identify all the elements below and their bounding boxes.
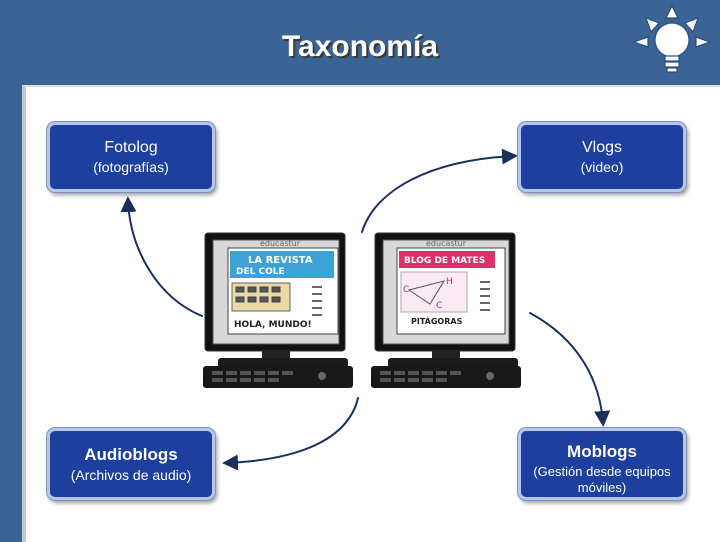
arrow-to-fotolog bbox=[128, 200, 202, 316]
box-moblogs: Moblogs (Gestión desde equipos móviles) bbox=[518, 428, 686, 500]
monitor-left-brand: educastur bbox=[260, 239, 301, 248]
monitor-right-label-h: H bbox=[446, 277, 453, 287]
monitor-left-title-2: DEL COLE bbox=[236, 267, 285, 277]
arrow-to-moblogs bbox=[530, 313, 603, 423]
monitor-left-title-1: LA REVISTA bbox=[248, 255, 313, 266]
monitor-right: educastur BLOG DE MATES C H C PITÁGORAS bbox=[371, 233, 521, 388]
monitor-right-brand: educastur bbox=[426, 239, 467, 248]
box-audioblogs-subtitle: (Archivos de audio) bbox=[50, 467, 212, 483]
box-moblogs-subtitle: (Gestión desde equipos móviles) bbox=[521, 464, 683, 496]
box-audioblogs-title: Audioblogs bbox=[50, 445, 212, 465]
monitor-right-title: BLOG DE MATES bbox=[404, 256, 485, 266]
box-fotolog-subtitle: (fotografías) bbox=[50, 159, 212, 175]
box-vlogs-subtitle: (video) bbox=[521, 159, 683, 175]
box-vlogs-title: Vlogs bbox=[521, 139, 683, 157]
monitor-right-label-c1: C bbox=[403, 285, 409, 295]
box-fotolog-title: Fotolog bbox=[50, 139, 212, 157]
arrow-to-audioblogs bbox=[226, 398, 358, 463]
monitor-left: educastur LA REVISTA DEL COLE HOLA, MUND… bbox=[203, 233, 353, 388]
box-fotolog: Fotolog (fotografías) bbox=[47, 122, 215, 192]
arrow-to-vlogs bbox=[362, 156, 514, 232]
monitor-right-label-c2: C bbox=[436, 301, 442, 311]
box-vlogs: Vlogs (video) bbox=[518, 122, 686, 192]
monitor-right-caption: PITÁGORAS bbox=[411, 315, 463, 326]
monitor-left-caption: HOLA, MUNDO! bbox=[234, 320, 312, 330]
box-audioblogs: Audioblogs (Archivos de audio) bbox=[47, 428, 215, 500]
box-moblogs-title: Moblogs bbox=[521, 442, 683, 462]
